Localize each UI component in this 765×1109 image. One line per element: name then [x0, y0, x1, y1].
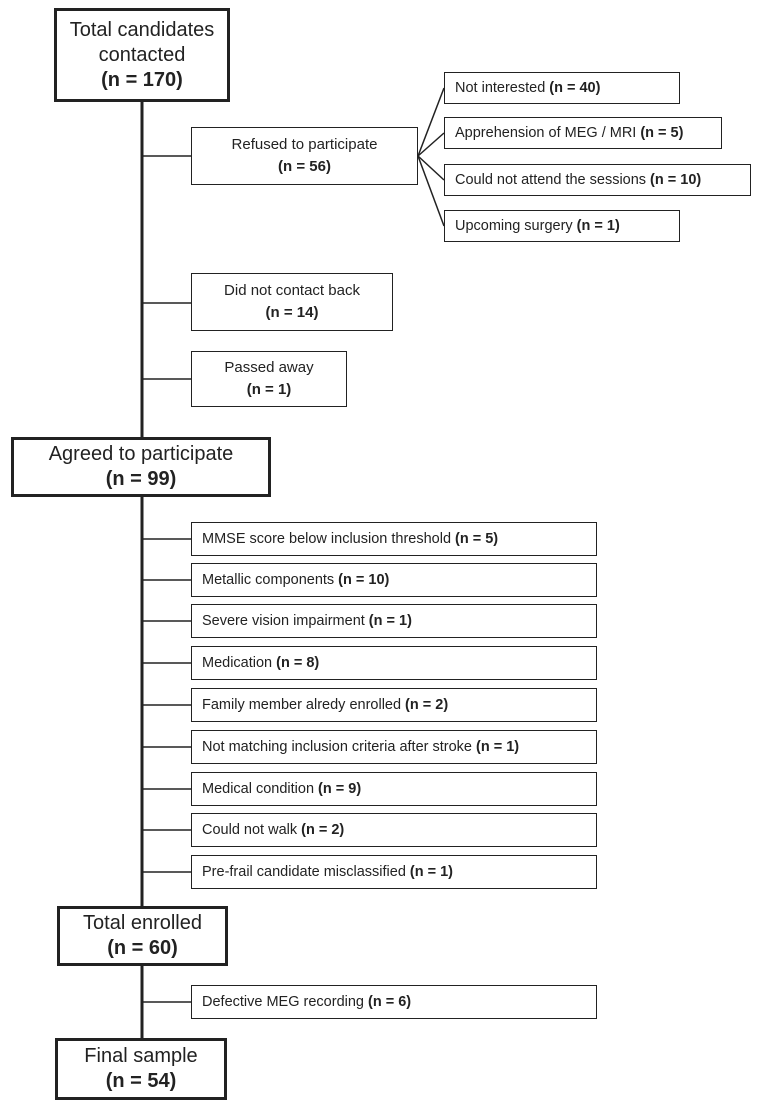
passed-away-box: Passed away (n = 1) [191, 351, 347, 407]
fan-line-2 [417, 132, 445, 157]
exclusion-count: (n = 1) [475, 739, 520, 755]
exclusion-label: Family member alredy enrolled [202, 697, 402, 713]
exclusion-label: Medical condition [202, 781, 315, 797]
exclusion-item-1: MMSE score below inclusion threshold (n … [191, 522, 597, 556]
enrolled-label: Total enrolled [83, 912, 202, 934]
agreed-label: Agreed to participate [48, 443, 234, 465]
refused-reason-label: Apprehension of MEG / MRI [455, 125, 637, 141]
exclusion-label: Severe vision impairment [202, 613, 365, 629]
passed-away-count: (n = 1) [246, 381, 292, 398]
fan-line-3 [417, 155, 445, 181]
exclusion-label: Pre-frail candidate misclassified [202, 864, 406, 880]
exclusion-label: Not matching inclusion criteria after st… [202, 739, 472, 755]
exclusion-item-9: Pre-frail candidate misclassified (n = 1… [191, 855, 597, 889]
exclusion-item-4: Medication (n = 8) [191, 646, 597, 680]
exclusion-count: (n = 1) [368, 613, 412, 629]
exclusion-item-5: Family member alredy enrolled (n = 2) [191, 688, 597, 722]
refused-reason-count: (n = 40) [549, 80, 601, 96]
passed-away-label: Passed away [224, 359, 314, 376]
refused-reason-label: Not interested [455, 80, 546, 96]
exclusion-item-2: Metallic components (n = 10) [191, 563, 597, 597]
exclusion-item-6: Not matching inclusion criteria after st… [191, 730, 597, 764]
refused-reason-3: Could not attend the sessions (n = 10) [444, 164, 751, 196]
agreed-count: (n = 99) [105, 468, 177, 490]
refused-reason-1: Not interested (n = 40) [444, 72, 680, 104]
exclusion-label: Medication [202, 655, 273, 671]
defective-recording-box: Defective MEG recording (n = 6) [191, 985, 597, 1019]
exclusion-item-8: Could not walk (n = 2) [191, 813, 597, 847]
no-contact-label: Did not contact back [224, 282, 360, 299]
refused-reason-2: Apprehension of MEG / MRI (n = 5) [444, 117, 722, 149]
refused-reason-count: (n = 1) [576, 218, 620, 234]
final-sample-label: Final sample [84, 1045, 198, 1067]
exclusion-count: (n = 5) [455, 531, 499, 547]
enrolled-count: (n = 60) [107, 937, 178, 959]
refused-reason-count: (n = 5) [640, 125, 684, 141]
refused-count: (n = 56) [278, 158, 331, 175]
exclusion-item-7: Medical condition (n = 9) [191, 772, 597, 806]
refused-box: Refused to participate (n = 56) [191, 127, 418, 185]
exclusion-count: (n = 10) [338, 572, 390, 588]
agreed-box: Agreed to participate (n = 99) [11, 437, 271, 497]
refused-reason-label: Could not attend the sessions [455, 172, 647, 188]
enrolled-box: Total enrolled (n = 60) [57, 906, 228, 966]
exclusion-count: (n = 2) [301, 822, 345, 838]
total-candidates-count: (n = 170) [101, 68, 183, 91]
fan-line-4 [417, 155, 445, 227]
refused-reason-4: Upcoming surgery (n = 1) [444, 210, 680, 242]
exclusion-count: (n = 8) [276, 655, 320, 671]
no-contact-box: Did not contact back (n = 14) [191, 273, 393, 331]
total-candidates-label-line2: contacted [98, 43, 186, 66]
exclusion-count: (n = 2) [405, 697, 449, 713]
no-contact-count: (n = 14) [265, 304, 319, 321]
exclusion-count: (n = 9) [318, 781, 362, 797]
exclusion-label: Could not walk [202, 822, 298, 838]
fan-line-1 [417, 87, 445, 157]
defective-count: (n = 6) [367, 994, 412, 1010]
refused-label: Refused to participate [231, 136, 378, 153]
exclusion-count: (n = 1) [409, 864, 453, 880]
exclusion-item-3: Severe vision impairment (n = 1) [191, 604, 597, 638]
exclusion-label: Metallic components [202, 572, 335, 588]
final-sample-box: Final sample (n = 54) [55, 1038, 227, 1100]
refused-reason-count: (n = 10) [650, 172, 702, 188]
defective-label: Defective MEG recording [202, 994, 364, 1010]
total-candidates-label-line1: Total candidates [69, 18, 215, 41]
total-candidates-box: Total candidates contacted (n = 170) [54, 8, 230, 102]
final-sample-count: (n = 54) [105, 1070, 177, 1092]
exclusion-label: MMSE score below inclusion threshold [202, 531, 452, 547]
refused-reason-label: Upcoming surgery [455, 218, 573, 234]
